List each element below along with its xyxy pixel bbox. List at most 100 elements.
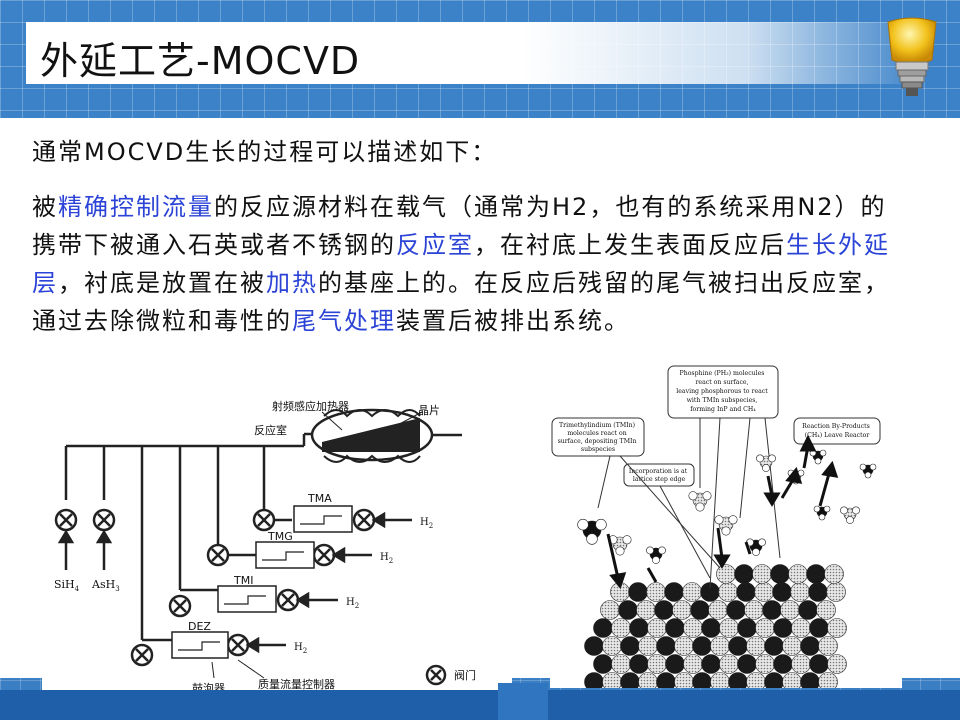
lattice-atom <box>762 600 782 620</box>
lattice-atom <box>818 636 838 656</box>
lattice-atom <box>755 618 775 638</box>
source-bubblers <box>171 505 353 659</box>
lattice-atom <box>602 636 622 656</box>
lattice-atom <box>800 672 820 688</box>
svg-text:Reaction By-Products (CH: Reaction By-Products (CH₄) Leave Reactor <box>802 423 872 439</box>
lattice-atom <box>682 582 702 602</box>
lattice-atom <box>824 564 844 584</box>
slide-title: 外延工艺-MOCVD <box>40 39 361 83</box>
lattice-atom <box>638 672 658 688</box>
lattice-atom <box>618 600 638 620</box>
lattice-atom <box>755 654 775 674</box>
molecule-atom <box>646 546 654 555</box>
lattice-atom <box>764 672 784 688</box>
reactor-chamber <box>310 408 462 463</box>
lattice-atom <box>611 654 631 674</box>
molecule-atom <box>695 502 705 512</box>
lattice-atom <box>791 618 811 638</box>
lattice-atom <box>584 672 604 688</box>
wafer-label: 晶片 <box>418 404 440 417</box>
lattice-atom <box>593 654 613 674</box>
lattice-atom <box>620 636 640 656</box>
lattice-atom <box>665 618 685 638</box>
lattice-atom <box>690 600 710 620</box>
lattice-atom <box>773 618 793 638</box>
source-tmg: TMG <box>267 530 293 543</box>
title-card <box>26 22 926 84</box>
molecule-atom <box>852 506 860 515</box>
svg-text:Phosphine (PH₃) molecules: Phosphine (PH₃) molecules react on surfa… <box>676 370 769 413</box>
lattice-atom <box>827 618 847 638</box>
lattice-atom <box>647 654 667 674</box>
lattice-atom <box>672 600 692 620</box>
gas-ash3: AsH3 <box>91 578 120 593</box>
mocvd-system-diagram: 射频感应加热器 晶片 反应室 TMA TMG TMI DEZ SiH4 <box>42 380 512 710</box>
lattice-atom <box>620 672 640 688</box>
molecule-atom <box>714 515 724 525</box>
molecule-atom <box>814 457 822 465</box>
gas-sih4: SiH4 <box>54 578 80 593</box>
molecule-atom <box>864 471 872 479</box>
lattice-atom <box>782 672 802 688</box>
molecule-atom <box>652 556 660 564</box>
lattice-atom <box>611 618 631 638</box>
lattice-atom <box>593 618 613 638</box>
bottom-bar <box>0 690 960 720</box>
paragraph-run: ，在衬底上发生表面反应后 <box>474 231 786 259</box>
source-bubbler-lines <box>178 515 342 651</box>
lattice-atom <box>636 600 656 620</box>
molecules <box>577 449 877 564</box>
molecule-atom <box>846 516 854 524</box>
lattice-atom <box>692 636 712 656</box>
paragraph-run: 装置后被排出系统。 <box>396 307 630 335</box>
paragraph-run: 的基座上的。在反应后残留的尾气被扫出反应室，通过去除微粒和毒性的 <box>32 269 890 335</box>
lattice-atom <box>600 600 620 620</box>
callout-leader-lines <box>597 417 781 589</box>
lattice-atom <box>628 582 648 602</box>
molecule-atom <box>595 518 607 531</box>
valve-legend-icon <box>425 664 447 686</box>
lead-text: 通常MOCVD生长的过程可以描述如下： <box>32 138 498 166</box>
chamber-label: 反应室 <box>254 423 287 437</box>
lattice-atom <box>826 582 846 602</box>
callout-tmin: Trimethylindium (TMIn) molecules react o… <box>551 417 645 457</box>
molecule-atom <box>586 533 598 545</box>
callout-phosphine: Phosphine (PH₃) molecules react on surfa… <box>667 365 779 419</box>
lattice-atom <box>683 618 703 638</box>
rf-heater-pointer <box>321 411 423 431</box>
lattice-atom <box>674 636 694 656</box>
lattice-atom <box>683 654 703 674</box>
rf-heater-label: 射频感应加热器 <box>272 399 349 413</box>
lattice-atom <box>728 672 748 688</box>
lattice-atom <box>718 582 738 602</box>
carrier-h2-3: H2 <box>346 597 359 610</box>
carrier-h2-2: H2 <box>380 552 393 565</box>
reaction-arrows <box>606 434 839 590</box>
molecule-atom <box>859 463 867 471</box>
molecule-atom <box>658 546 666 555</box>
molecule-atom <box>762 464 770 472</box>
lattice-atom <box>710 636 730 656</box>
source-dez: DEZ <box>188 620 211 633</box>
mfc-label: 质量流量控制器 <box>258 677 335 691</box>
lattice-atom <box>780 600 800 620</box>
molecule-atom <box>577 518 589 531</box>
lattice-atom <box>708 600 728 620</box>
paragraph-run: 被 <box>32 193 58 221</box>
molecule-atom <box>615 546 625 556</box>
svg-text:Incorporation is at latt: Incorporation is at lattice step edge <box>629 468 689 483</box>
lattice-atom <box>701 618 721 638</box>
molecule-atom <box>622 535 632 545</box>
lattice-atom <box>719 618 739 638</box>
lattice-atom <box>654 600 674 620</box>
molecule-atom <box>702 491 712 501</box>
carrier-h2-4: H2 <box>294 642 307 655</box>
lattice-atom <box>770 564 790 584</box>
lattice-atom <box>809 654 829 674</box>
lattice-atom <box>646 582 666 602</box>
lattice-atom <box>764 636 784 656</box>
molecule-atom <box>768 454 776 463</box>
lattice-atom <box>734 564 754 584</box>
lattice-atom <box>818 672 838 688</box>
lattice-atom <box>710 672 730 688</box>
